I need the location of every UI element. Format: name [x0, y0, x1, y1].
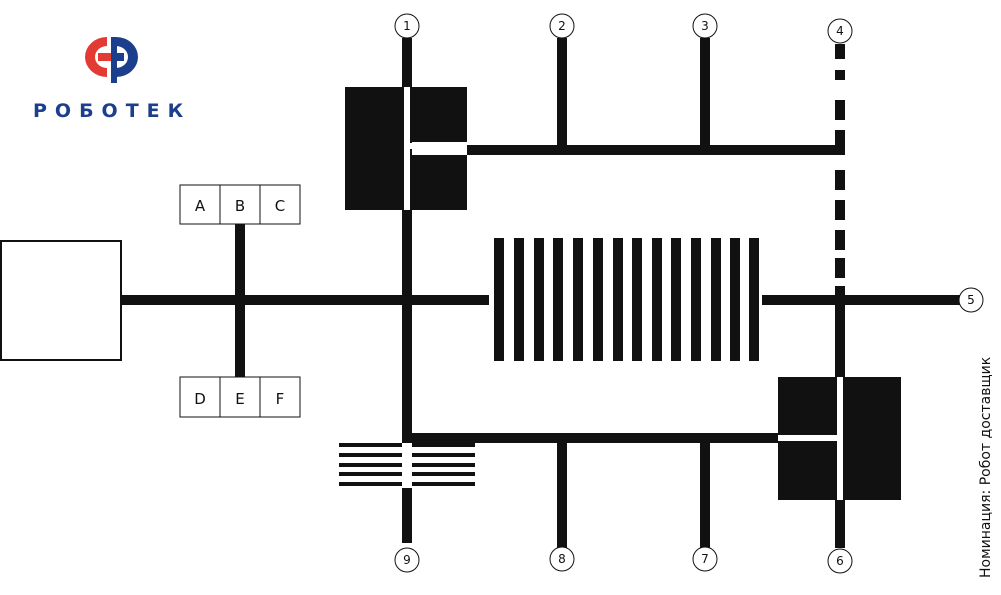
node-label: 8 [558, 552, 566, 566]
bottom-right-block [778, 377, 901, 500]
node-label: 7 [701, 552, 709, 566]
top-left-block [345, 87, 467, 210]
cell-a [179, 184, 221, 225]
cell-label: E [235, 390, 244, 408]
branch-3 [700, 38, 710, 145]
node-7: 7 [692, 546, 718, 572]
cell-c [259, 184, 301, 225]
robotek-logo: РОБОТЕК [33, 37, 191, 122]
cell-e [219, 376, 261, 418]
cell-label: D [194, 390, 206, 408]
node-label: 5 [967, 293, 975, 307]
left-vertical-line [402, 38, 412, 543]
node-1: 1 [394, 13, 420, 39]
dashed-line-4 [835, 44, 845, 305]
node-8: 8 [549, 546, 575, 572]
branch-2 [557, 38, 567, 145]
node-label: 9 [403, 553, 411, 567]
cell-label: B [235, 197, 245, 215]
robotek-logo-icon [85, 37, 138, 83]
node-label: 1 [403, 19, 411, 33]
node-label: 6 [836, 554, 844, 568]
cell-label: F [276, 390, 285, 408]
cells-top: A B C [179, 184, 301, 225]
node-label: 3 [701, 19, 709, 33]
node-5: 5 [958, 287, 984, 313]
node-6: 6 [827, 548, 853, 574]
node-4: 4 [827, 18, 853, 44]
nomination-label: Номинация: Робот доставщик [978, 357, 994, 578]
bottom-line [412, 433, 778, 443]
node-3: 3 [692, 13, 718, 39]
cell-b [219, 184, 261, 225]
logo-text: РОБОТЕК [33, 100, 191, 122]
node-2: 2 [549, 13, 575, 39]
branch-8 [557, 443, 567, 548]
main-line-right [762, 295, 960, 305]
branch-7 [700, 443, 710, 548]
crosswalk-vertical [494, 238, 759, 361]
cell-d [179, 376, 221, 418]
cell-label: A [195, 197, 206, 215]
cells-vertical-line [235, 224, 245, 377]
node-9: 9 [394, 547, 420, 573]
node-label: 4 [836, 24, 844, 38]
top-line [467, 145, 845, 155]
crosswalk-horizontal [339, 443, 475, 488]
main-line-left [121, 295, 489, 305]
start-zone [0, 240, 122, 361]
cell-f [259, 376, 301, 418]
cells-bottom: D E F [179, 376, 301, 418]
cell-label: C [275, 197, 285, 215]
node-label: 2 [558, 19, 566, 33]
